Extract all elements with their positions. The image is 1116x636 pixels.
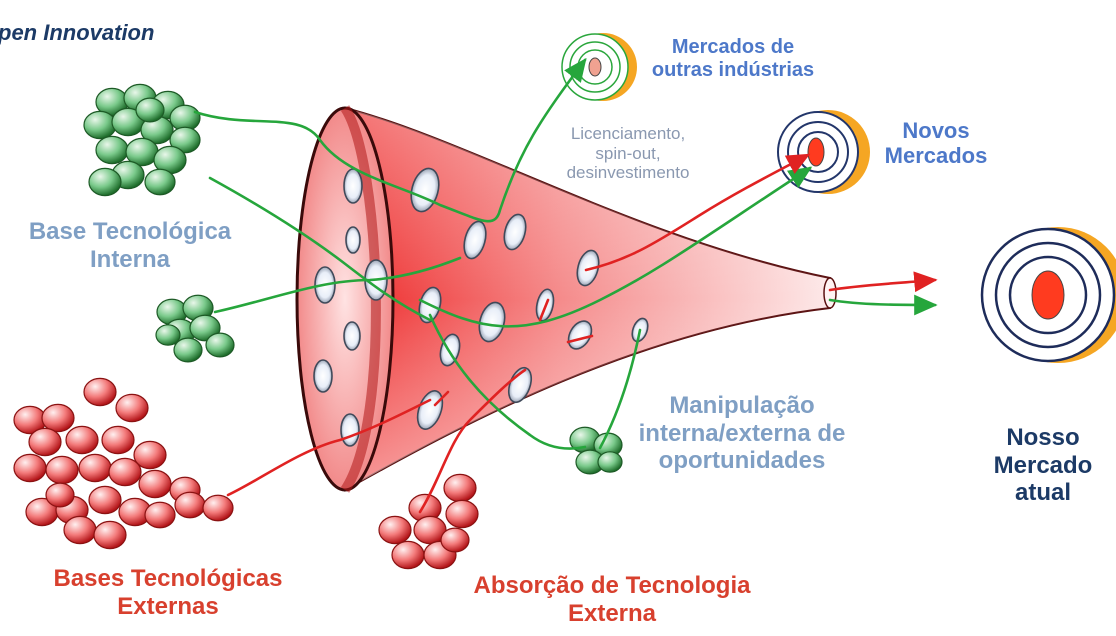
tech-bubble-internal <box>95 135 129 165</box>
tech-bubble-internal <box>83 110 117 140</box>
tech-bubble-external <box>63 515 97 545</box>
tech-bubble-external <box>413 515 447 545</box>
label-nosso-mercado: Nosso Mercado atual <box>993 424 1093 507</box>
arrow-internal-to-outras-industrias <box>193 57 587 223</box>
internal-tech-cluster-top <box>83 83 201 197</box>
tech-bubble-external <box>45 455 79 485</box>
label-manipulacao: Manipulação interna/externa de oportunid… <box>638 392 846 475</box>
arrow-middle-cluster <box>213 256 462 314</box>
tech-bubble-external <box>28 427 62 457</box>
tech-bubble-external <box>202 494 234 522</box>
label-novos-mercados: Novos Mercados <box>884 118 988 169</box>
tech-bubble-external <box>78 453 112 483</box>
arrow-to-novos-mercados-green <box>418 166 813 328</box>
tech-bubble-internal <box>144 168 176 196</box>
diagram-title: pen Innovation <box>0 20 155 45</box>
arrow-external-left <box>226 398 432 497</box>
funnel-tip <box>823 277 837 309</box>
tech-bubble-internal <box>169 126 201 154</box>
tech-bubble-internal <box>135 97 165 123</box>
arrow-to-small-cluster <box>428 313 587 450</box>
tech-bubble-internal <box>173 337 203 363</box>
target-nosso-mercado <box>980 227 1116 363</box>
label-base-interna: Base Tecnológica Interna <box>28 218 232 273</box>
arrow-external-bottom <box>418 368 527 514</box>
tech-bubble-external <box>144 501 176 529</box>
tech-bubble-external <box>133 440 167 470</box>
tech-bubble-external <box>83 377 117 407</box>
arrow-nosso-mercado-green <box>828 294 938 316</box>
tech-bubble-external <box>65 425 99 455</box>
internal-tech-cluster-small <box>569 426 623 475</box>
arrow-internal-spin-out <box>208 176 432 322</box>
tech-bubble-internal <box>88 167 122 197</box>
internal-tech-cluster-middle <box>155 294 235 363</box>
arrow-small-cluster <box>598 328 642 450</box>
tech-bubble-external <box>45 482 75 508</box>
tech-bubble-external <box>174 491 206 519</box>
label-licenciamento: Licenciamento, spin-out, desinvestimento <box>566 124 690 183</box>
tech-bubble-external <box>108 457 142 487</box>
external-tech-cluster-bottom <box>378 473 479 570</box>
arrow-nosso-mercado-red <box>828 271 938 293</box>
tech-bubble-external <box>13 453 47 483</box>
arrow-to-novos-mercados-red <box>584 153 811 272</box>
label-outras-industrias: Mercados de outras indústrias <box>651 36 815 81</box>
tech-bubble-internal <box>205 332 235 358</box>
tech-bubble-external <box>101 425 135 455</box>
tech-bubble-external <box>440 527 470 553</box>
tech-bubble-internal <box>597 451 623 473</box>
tech-bubble-external <box>93 520 127 550</box>
tech-bubble-external <box>41 403 75 433</box>
tech-bubble-external <box>88 485 122 515</box>
tech-bubble-internal <box>155 324 181 346</box>
external-tech-cluster-left <box>13 377 234 550</box>
tech-bubble-external <box>378 515 412 545</box>
tech-bubble-external <box>443 473 477 503</box>
tech-bubble-external <box>138 469 172 499</box>
tech-bubble-external <box>115 393 149 423</box>
tech-bubble-external <box>391 540 425 570</box>
tech-bubble-external <box>445 499 479 529</box>
label-absorcao: Absorção de Tecnologia Externa <box>473 572 751 627</box>
label-bases-externas: Bases Tecnológicas Externas <box>53 565 283 620</box>
